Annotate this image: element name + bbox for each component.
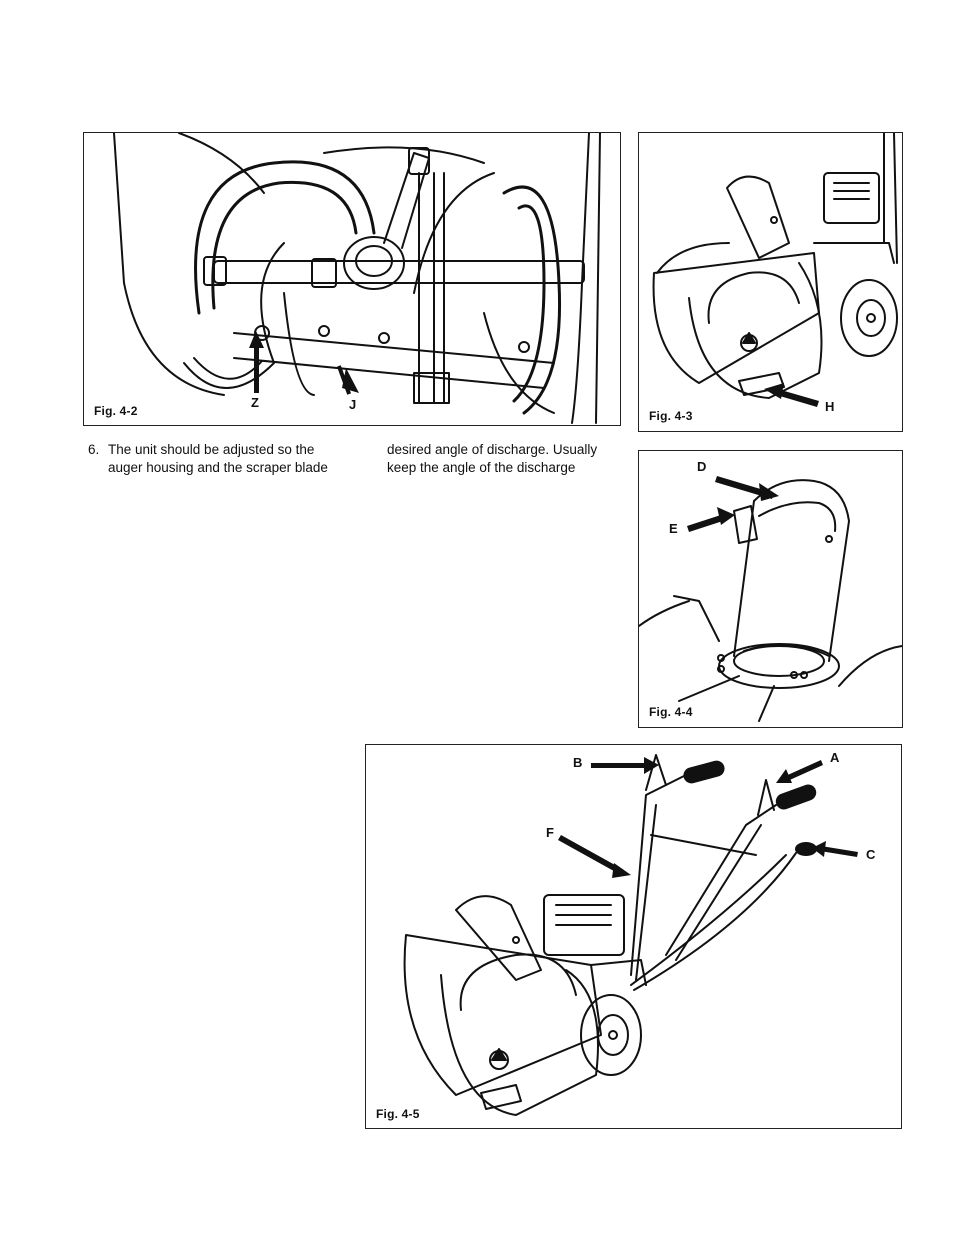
text-line: auger housing and the scraper blade (108, 459, 328, 476)
label-c: C (866, 847, 875, 862)
figure-4-2: Z J Fig. 4-2 (83, 132, 621, 426)
figure-4-5: B A C F Fig. 4-5 (365, 744, 902, 1129)
figure-caption: Fig. 4-3 (649, 409, 693, 423)
discharge-chute-illustration (639, 451, 902, 727)
text-line: The unit should be adjusted so the (108, 441, 314, 458)
snowthrower-controls-illustration (366, 745, 901, 1128)
step-6-column-2: desired angle of discharge. Usually keep… (387, 441, 627, 481)
figure-caption: Fig. 4-5 (376, 1107, 420, 1121)
figure-4-4: D E Fig. 4-4 (638, 450, 903, 728)
figure-4-3: H Fig. 4-3 (638, 132, 903, 432)
label-e: E (669, 521, 678, 536)
snowthrower-housing-illustration (639, 133, 902, 431)
label-h: H (825, 399, 834, 414)
figure-caption: Fig. 4-4 (649, 705, 693, 719)
auger-illustration (84, 133, 620, 425)
label-z: Z (251, 395, 259, 410)
label-b: B (573, 755, 582, 770)
text-line: desired angle of discharge. Usually (387, 441, 597, 458)
step-6-column-1: 6. The unit should be adjusted so the au… (88, 441, 378, 481)
label-d: D (697, 459, 706, 474)
text-line: keep the angle of the discharge (387, 459, 575, 476)
step-number: 6. (88, 441, 99, 458)
figure-caption: Fig. 4-2 (94, 404, 138, 418)
label-a: A (830, 750, 839, 765)
label-f: F (546, 825, 554, 840)
label-j: J (349, 397, 356, 412)
